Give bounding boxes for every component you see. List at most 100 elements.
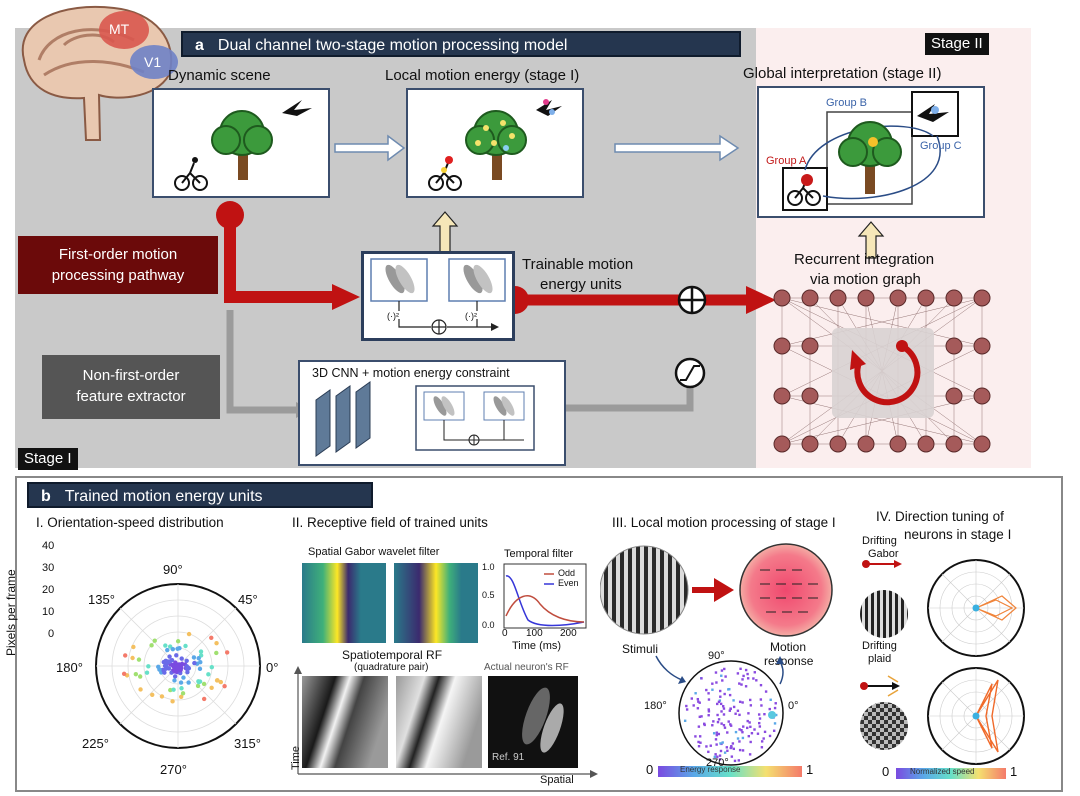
- polar-dot: [206, 672, 211, 677]
- polar-dot: [144, 670, 150, 675]
- polar-dot: [198, 660, 203, 665]
- energy-dot: [749, 698, 752, 702]
- sub1-ytick: 40: [42, 540, 55, 552]
- recurrent-label-line1: Recurrent integration: [794, 251, 935, 268]
- direction-tuning-plots: [860, 559, 1025, 765]
- angle-270: 270°: [160, 762, 187, 777]
- energy-dot: [741, 736, 745, 740]
- polar-dot: [215, 678, 220, 683]
- square-op-left: (·)²: [387, 311, 399, 321]
- energy-dot: [711, 724, 714, 727]
- energy-dot: [707, 708, 710, 711]
- e-angle-180: 180°: [644, 700, 667, 712]
- energy-dot: [736, 709, 740, 712]
- energy-dot: [744, 685, 748, 688]
- rf-axes: [294, 666, 598, 778]
- energy-colorbar-label: Energy response: [680, 765, 741, 774]
- energy-dot: [696, 707, 700, 710]
- energy-dot: [720, 710, 723, 713]
- speed-cbar-min: 0: [882, 764, 890, 779]
- energy-dot: [712, 720, 715, 723]
- e-angle-0: 0°: [788, 700, 799, 712]
- energy-dot: [734, 730, 738, 734]
- polar-dot: [178, 680, 184, 685]
- energy-dot: [698, 715, 702, 719]
- polar-dot: [218, 679, 224, 685]
- energy-dot: [758, 721, 761, 725]
- energy-dot: [758, 717, 762, 720]
- energy-dot: [717, 718, 721, 721]
- energy-dot: [718, 758, 722, 761]
- energy-dot: [714, 671, 718, 674]
- ref-label: Ref. 91: [492, 752, 525, 763]
- polar-dot: [171, 687, 176, 692]
- energy-dot: [736, 672, 740, 675]
- polar-dot: [198, 649, 204, 654]
- energy-dot: [685, 708, 689, 711]
- polar-dot: [201, 681, 207, 687]
- energy-dot: [760, 704, 763, 707]
- motion-graph: [773, 289, 991, 453]
- polar-dot: [121, 671, 127, 677]
- polar-dot: [133, 671, 139, 677]
- legend-odd: Odd: [558, 568, 576, 578]
- energy-cbar-min: 0: [646, 762, 654, 777]
- energy-dot: [750, 732, 754, 735]
- energy-dot: [707, 698, 711, 701]
- stimulus-to-response: [600, 543, 833, 637]
- energy-dot: [753, 671, 757, 674]
- energy-dot: [723, 692, 726, 696]
- energy-dot: [722, 723, 726, 727]
- group-b-label: Group B: [826, 97, 867, 109]
- t-ytick: 0.0: [482, 620, 495, 630]
- global-interpretation-label: Global interpretation (stage II): [743, 65, 942, 82]
- sub1-ytick: 30: [42, 562, 55, 574]
- up-arrow-icon: [857, 221, 885, 259]
- sub1-ytick: 10: [42, 606, 55, 618]
- energy-dot: [738, 748, 742, 752]
- trainable-units-label-line1: Trainable motion: [522, 256, 634, 273]
- energy-dot: [744, 668, 748, 672]
- energy-dot: [715, 681, 718, 684]
- stage-ii-tag: Stage II: [925, 33, 989, 55]
- energy-dot: [731, 742, 735, 745]
- energy-dot: [732, 705, 736, 709]
- energy-dot: [734, 712, 737, 715]
- energy-dot: [774, 702, 777, 705]
- energy-dot: [772, 729, 776, 732]
- energy-dot: [738, 728, 741, 731]
- sub2-title: II. Receptive field of trained units: [292, 515, 488, 530]
- polar-dot: [224, 650, 230, 655]
- speed-colorbar-label: Normalized speed: [910, 767, 975, 776]
- polar-dot: [180, 691, 186, 696]
- energy-dot: [759, 698, 763, 701]
- st-rf-sublabel: (quadrature pair): [354, 662, 429, 673]
- curved-arrows: [655, 655, 784, 685]
- stage-i-tag: Stage I: [18, 448, 78, 470]
- energy-dot: [725, 746, 729, 749]
- group-c-label: Group C: [920, 140, 962, 152]
- polar-dot: [175, 646, 180, 651]
- scene-flow-arrows: [334, 134, 740, 162]
- polar-dot: [196, 679, 201, 684]
- energy-dot: [726, 731, 729, 734]
- polar-dot: [209, 635, 214, 640]
- energy-dot: [720, 669, 724, 672]
- angle-180: 180°: [56, 660, 83, 675]
- energy-dot: [719, 742, 722, 745]
- energy-dot: [741, 731, 744, 734]
- energy-dot: [758, 725, 762, 728]
- polar-dot: [167, 659, 172, 664]
- energy-dot: [729, 707, 732, 710]
- energy-dot: [749, 704, 753, 707]
- speed-colorbar: [896, 768, 1006, 779]
- polar-dot: [181, 675, 186, 680]
- energy-dot: [694, 735, 697, 738]
- energy-dot: [703, 723, 706, 727]
- polar-dot: [162, 670, 167, 675]
- spatiotemporal-rf: [302, 676, 578, 768]
- energy-dot: [714, 753, 717, 756]
- energy-cbar-max: 1: [806, 762, 814, 777]
- energy-dot: [742, 674, 745, 678]
